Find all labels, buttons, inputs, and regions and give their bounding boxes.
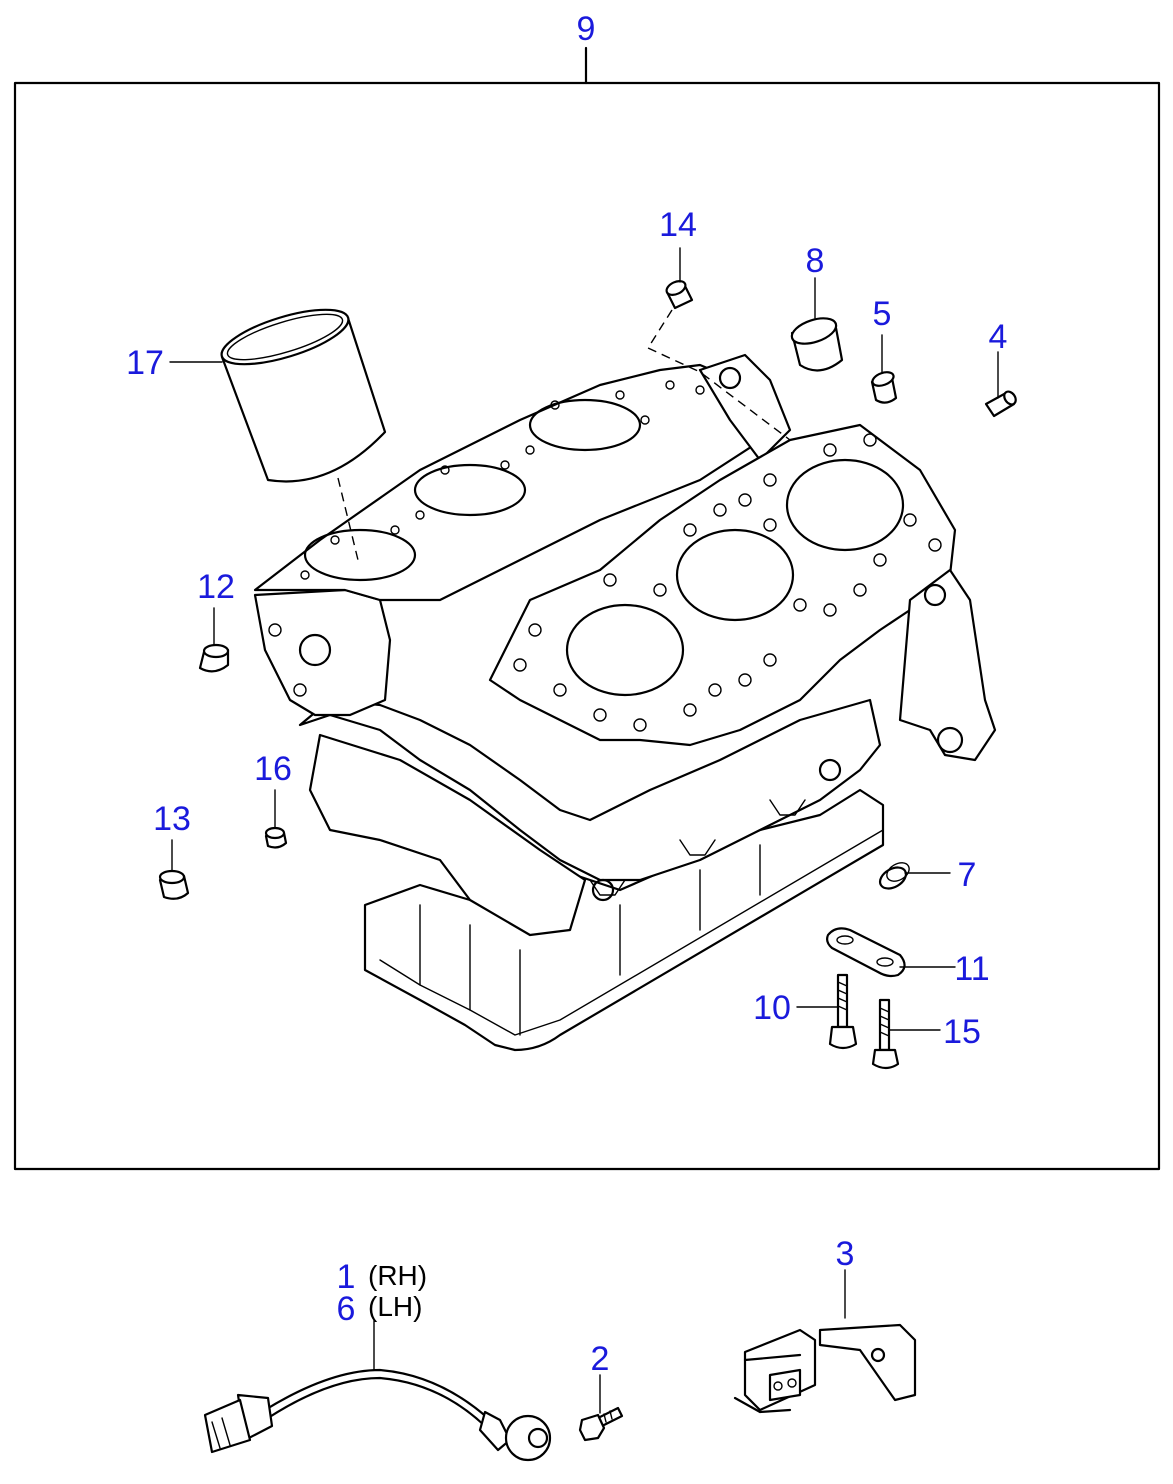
- callout-17: 17: [126, 344, 164, 382]
- ring-7: [878, 862, 910, 890]
- callout-11: 11: [954, 950, 989, 988]
- plug-8: [790, 317, 844, 372]
- callout-2: 2: [591, 1340, 610, 1378]
- dowel-16: [264, 826, 288, 849]
- note-lh: (LH): [368, 1291, 422, 1322]
- callout-13: 13: [153, 800, 191, 838]
- plug-12: [198, 643, 230, 673]
- callout-5: 5: [873, 295, 892, 333]
- bracket-3: [733, 1323, 917, 1414]
- dowel-pin-14: [665, 280, 694, 310]
- callout-16: 16: [254, 750, 292, 788]
- callout-6: 6: [337, 1290, 356, 1328]
- cylinder-block: [253, 353, 997, 1052]
- callout-14: 14: [659, 206, 697, 244]
- pin-4: [984, 390, 1017, 418]
- callout-3: 3: [836, 1235, 855, 1273]
- callout-9: 9: [577, 10, 596, 48]
- bolt-15: [871, 998, 900, 1070]
- callout-4: 4: [989, 318, 1008, 356]
- dowel-5: [870, 371, 898, 404]
- bolt-10: [828, 973, 858, 1050]
- leader-lines: [169, 247, 999, 1031]
- knock-sensor: [203, 1368, 552, 1462]
- callout-7: 7: [958, 856, 977, 894]
- callout-15: 15: [943, 1013, 981, 1051]
- callout-8: 8: [806, 242, 825, 280]
- plug-13: [158, 869, 190, 900]
- callout-1: 1: [337, 1258, 356, 1296]
- plate-11: [826, 927, 906, 978]
- dowel-dash: [646, 309, 791, 441]
- cylinder-liner-part: [220, 308, 387, 483]
- bolt-2: [578, 1406, 624, 1442]
- callout-10: 10: [753, 989, 791, 1027]
- note-rh: (RH): [368, 1260, 427, 1291]
- callout-12: 12: [197, 568, 235, 606]
